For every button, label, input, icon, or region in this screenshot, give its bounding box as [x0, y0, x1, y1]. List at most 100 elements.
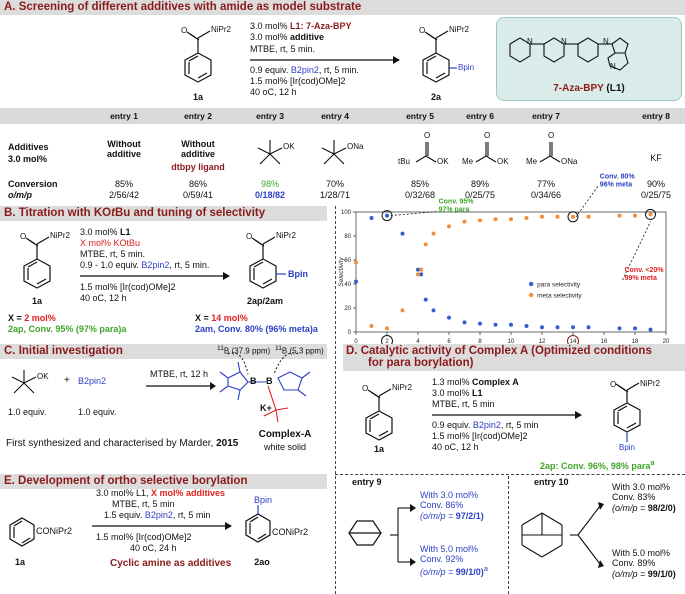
- compound-label-1a-b: 1a: [31, 296, 43, 306]
- conversion-row-label: Conversion: [8, 179, 58, 189]
- ratio-row-label: o/m/p: [8, 190, 32, 200]
- molecule-2a-panel-b: [249, 236, 286, 289]
- kotbu-ok-c: OK: [37, 372, 49, 381]
- o-atom-1a: O: [181, 26, 188, 35]
- entry4-ona: ONa: [347, 142, 364, 151]
- entry6-ok: OK: [497, 157, 509, 166]
- y-tick-label: 60: [344, 258, 351, 264]
- amide-label-2a: NiPr2: [449, 25, 470, 34]
- para-point: [400, 231, 405, 236]
- complex-a-structure: [219, 352, 311, 423]
- para-point: [586, 325, 591, 330]
- x-tick-label: 12: [539, 339, 546, 345]
- para-point: [555, 325, 560, 330]
- amide-label-d2: NiPr2: [640, 379, 661, 388]
- panel-b-cond-5: 1.5 mol% [Ir(cod)OMe]2: [80, 282, 176, 292]
- meta-point: [648, 212, 653, 217]
- entry6-me: Me: [462, 157, 474, 166]
- legend-marker-para: [528, 281, 534, 287]
- entry-header-2: entry 2: [184, 111, 212, 121]
- para-point: [648, 327, 653, 332]
- entry6-acetate-k-structure: [475, 142, 497, 163]
- entry-header-8: entry 8: [642, 111, 670, 121]
- panel-b-cond-2: X mol% KOtBu: [80, 238, 141, 248]
- panel-b-reaction-arrow: [80, 272, 230, 280]
- kotbu-structure-c: [11, 370, 37, 394]
- x-tick-label: 2: [385, 339, 389, 345]
- amide-label-d: NiPr2: [392, 383, 413, 392]
- annotation-label: Conv. <20%: [625, 267, 665, 274]
- entry9-label: entry 9: [352, 477, 382, 487]
- amide-label-b2: NiPr2: [276, 231, 297, 240]
- para-point: [509, 322, 513, 327]
- entry-ratio-7: 0/34/66: [530, 190, 562, 200]
- molecule-2ap-panel-d: [613, 382, 641, 442]
- panel-e-caption: Cyclic amine as additives: [110, 558, 232, 569]
- equiv-1: 1.0 equiv.: [8, 407, 47, 417]
- annotation-label: Conv. 80%: [600, 173, 636, 180]
- entry-header-1: entry 1: [110, 111, 138, 121]
- entry-header-7: entry 7: [532, 111, 560, 121]
- panel-d-title-2: for para borylation): [368, 357, 474, 369]
- panel-d-cond-4: 0.9 equiv. B2pin2, rt, 5 min: [432, 420, 539, 430]
- entry3-ok: OK: [283, 142, 295, 151]
- panel-a-header-bar: [0, 0, 685, 15]
- panel-b-x14: X = 14 mol%: [195, 313, 248, 323]
- meta-point: [419, 267, 424, 272]
- entry2-note: dtbpy ligand: [171, 162, 225, 172]
- y-axis-label: Selectivity: [338, 257, 345, 287]
- entry-ratio-4: 1/28/71: [319, 190, 351, 200]
- entry-ratio-3: 0/18/82: [254, 190, 286, 200]
- para-point: [447, 315, 451, 320]
- entry-conversion-4: 70%: [325, 179, 345, 189]
- para-point: [416, 267, 420, 272]
- molecule-1a-panel-b: [23, 236, 51, 289]
- para-point: [431, 308, 436, 313]
- panel-d-cond-1: 1.3 mol% Complex A: [432, 377, 519, 387]
- x-tick-label: 20: [663, 339, 670, 345]
- marder-note: First synthesized and characterised by M…: [6, 438, 239, 449]
- panel-a-cond-4: 0.9 equiv. B2pin2, rt, 5 min.: [250, 65, 359, 75]
- para-point: [493, 322, 498, 327]
- entry-ratio-8: 0/25/75: [640, 190, 672, 200]
- entry6-o: O: [484, 131, 491, 140]
- entry7-ona: ONa: [561, 157, 578, 166]
- panel-d-cond-2: 3.0 mol% L1: [432, 388, 483, 398]
- annotation-leader: [622, 221, 651, 281]
- panel-b-header-bar: [0, 206, 327, 221]
- entry-ratio-1: 2/56/42: [108, 190, 140, 200]
- panel-e-cond-4: 1.5 mol% [Ir(cod)OMe]2: [96, 532, 192, 542]
- panel-a-title: A. Screening of different additives with…: [4, 1, 362, 13]
- complex-a-name: Complex-A: [258, 429, 312, 440]
- entry-ratio-6: 0/25/75: [464, 190, 496, 200]
- para-point: [478, 321, 482, 326]
- o-atom-b: O: [20, 232, 27, 241]
- annotation-label-2: 99% meta: [625, 275, 657, 282]
- meta-point: [555, 214, 560, 219]
- entry10-label: entry 10: [534, 477, 569, 487]
- amide-label-1a: NiPr2: [211, 25, 232, 34]
- meta-point: [524, 216, 529, 220]
- n-atom-2: N: [561, 37, 567, 46]
- o-atom-2a: O: [419, 26, 426, 35]
- x-tick-label: 8: [478, 339, 482, 345]
- entry10-result-a: With 3.0 mol%Conv. 83%(o/m/p = 98/2/0): [612, 482, 676, 513]
- meta-point: [354, 260, 358, 265]
- panel-e-header-bar: [0, 474, 327, 489]
- plus-sign: +: [64, 375, 70, 386]
- nmr-label-2: 11B (5.3 ppm): [275, 345, 324, 356]
- molecule-1a-panel-d: [365, 388, 393, 441]
- entry-conversion-7: 77%: [536, 179, 556, 189]
- panel-d-reaction-arrow: [432, 411, 582, 419]
- y-tick-label: 100: [341, 210, 352, 216]
- additives-row-label: Additives: [8, 142, 49, 152]
- divider-de: [335, 474, 685, 475]
- meta-point: [431, 231, 436, 236]
- para-point: [369, 216, 374, 220]
- compound-label-1a-e: 1a: [14, 557, 26, 567]
- meta-point: [586, 214, 591, 219]
- x-tick-label: 18: [632, 339, 639, 345]
- panel-d-title: D. Catalytic activity of Complex A (Opti…: [346, 345, 652, 357]
- meta-point: [400, 308, 405, 313]
